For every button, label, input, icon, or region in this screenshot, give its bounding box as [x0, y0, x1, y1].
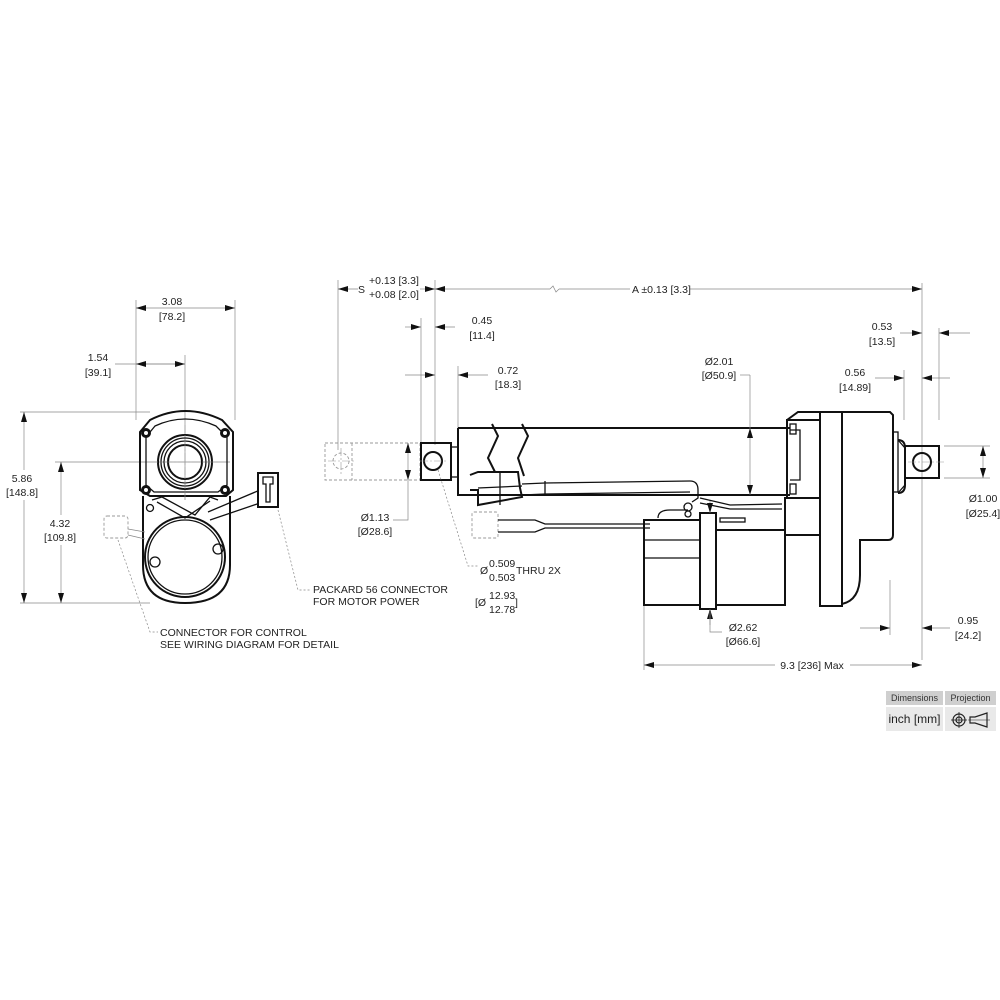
- end-width-in: 3.08: [162, 296, 183, 308]
- rod-end-height-in: Ø1.13: [361, 512, 390, 524]
- hole-mm-close: ]: [515, 597, 518, 609]
- end-view: 3.08 [78.2] 1.54 [39.1] 5.86 [148.8] 4.3…: [4, 296, 448, 651]
- end-height-in: 5.86: [12, 473, 33, 485]
- rear-clevis-offset-mm: [13.5]: [869, 336, 895, 348]
- overall-length-max: 9.3 [236] Max: [780, 660, 844, 672]
- projection-header: Projection: [944, 691, 996, 705]
- retracted-length-label: A ±0.13 [3.3]: [632, 284, 691, 296]
- hole-dia-symbol: Ø: [480, 565, 488, 577]
- control-connector-note-line2: SEE WIRING DIAGRAM FOR DETAIL: [160, 639, 339, 651]
- motor-dia-mm: [Ø66.6]: [726, 636, 761, 648]
- tube-dia-mm: [Ø50.9]: [702, 370, 737, 382]
- third-angle-projection-icon: [951, 711, 991, 728]
- stroke-tol-plus: +0.13 [3.3]: [369, 275, 419, 287]
- projection-value: [944, 707, 996, 731]
- end-half-width-mm: [39.1]: [85, 367, 111, 379]
- axis-height-in: 4.32: [50, 518, 71, 530]
- rear-clevis-length-in: 0.56: [845, 367, 866, 379]
- power-connector-note-line1: PACKARD 56 CONNECTOR: [313, 584, 448, 596]
- rear-clevis-length-mm: [14.89]: [839, 382, 871, 394]
- hole-mm-max: 12.93: [489, 590, 515, 602]
- hole-dia-min: 0.503: [489, 572, 515, 584]
- rod-end-height-mm: [Ø28.6]: [358, 526, 393, 538]
- rear-clevis-height-in: Ø1.00: [969, 493, 998, 505]
- power-connector-note-line2: FOR MOTOR POWER: [313, 596, 420, 608]
- rod-end-offset-mm: [11.4]: [469, 330, 495, 342]
- end-width-mm: [78.2]: [159, 311, 185, 323]
- dimensions-legend: Dimensions Projection inch [mm]: [886, 691, 996, 731]
- rod-end-offset-in: 0.45: [472, 315, 493, 327]
- control-connector-note-line1: CONNECTOR FOR CONTROL: [160, 627, 307, 639]
- rod-end-length-in: 0.72: [498, 365, 519, 377]
- rear-clevis-offset-in: 0.53: [872, 321, 893, 333]
- rear-offset-mm: [24.2]: [955, 630, 981, 642]
- dimensions-header: Dimensions: [886, 691, 943, 705]
- end-height-mm: [148.8]: [6, 487, 38, 499]
- hole-mm-min: 12.78: [489, 604, 515, 616]
- hole-dia-max: 0.509: [489, 558, 515, 570]
- axis-height-mm: [109.8]: [44, 532, 76, 544]
- hole-thru-note: THRU 2X: [516, 565, 561, 577]
- end-half-width-in: 1.54: [88, 352, 109, 364]
- motor-dia-in: Ø2.62: [729, 622, 758, 634]
- hole-mm-open: [Ø: [475, 597, 486, 609]
- stroke-tol-minus: +0.08 [2.0]: [369, 289, 419, 301]
- stroke-label: S: [358, 284, 365, 296]
- side-view: S +0.13 [3.3] +0.08 [2.0] A ±0.13 [3.3] …: [324, 275, 1000, 672]
- rod-end-length-mm: [18.3]: [495, 379, 521, 391]
- tube-dia-in: Ø2.01: [705, 356, 734, 368]
- rear-offset-in: 0.95: [958, 615, 979, 627]
- rear-clevis-height-mm: [Ø25.4]: [966, 508, 1000, 520]
- units-value: inch [mm]: [886, 707, 943, 731]
